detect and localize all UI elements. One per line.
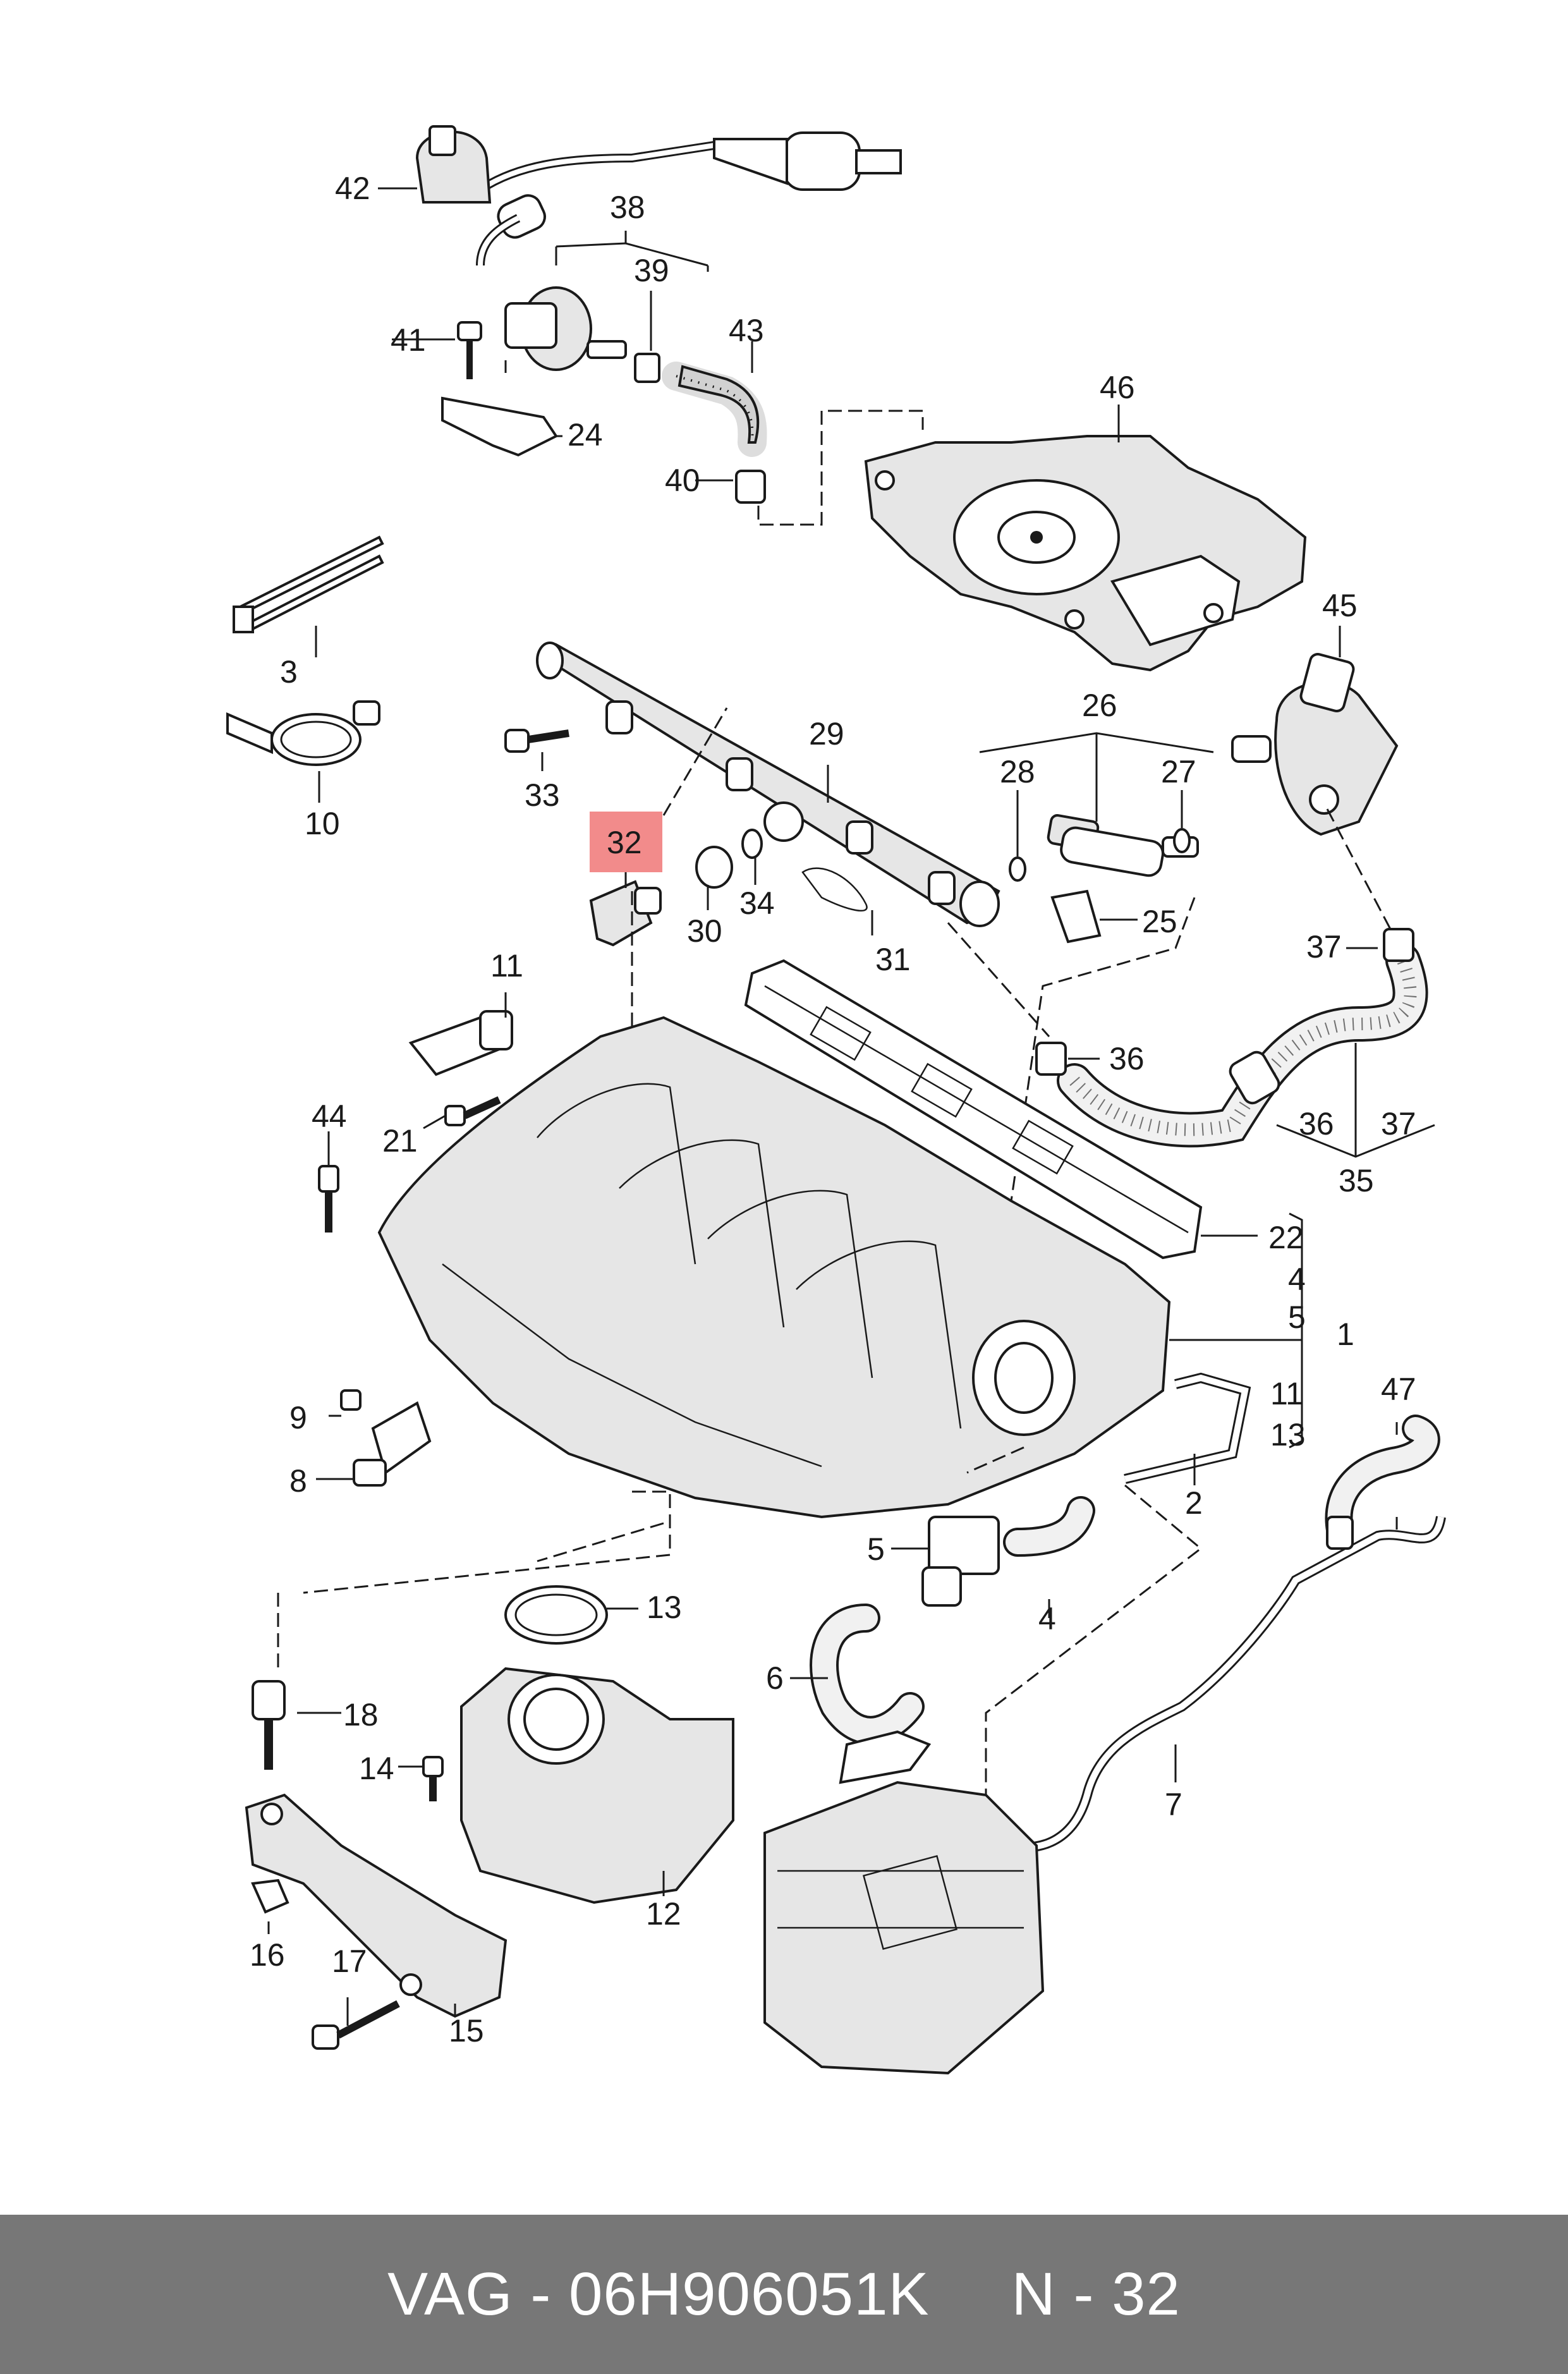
callout-43: 43 [729,313,764,348]
callout-10: 10 [305,806,340,841]
footer-bar: VAG - 06H906051K N - 32 [0,2215,1568,2374]
callout-41: 41 [391,322,426,358]
callout-5b: 5 [867,1531,885,1567]
hp-fuel-pump-45 [1231,653,1399,930]
callout-35: 35 [1339,1163,1374,1198]
intake-manifold-1 [303,1010,1251,1833]
callout-30: 30 [687,913,722,949]
callout-18: 18 [343,1697,379,1732]
callout-38: 38 [610,190,645,225]
callout-34: 34 [739,886,775,921]
callout-25: 25 [1142,904,1177,939]
callout-37b: 37 [1381,1106,1416,1141]
vent-line-assembly [415,125,924,526]
leader-lines [267,187,1435,2026]
callout-47: 47 [1381,1372,1416,1407]
callout-9: 9 [289,1400,307,1435]
callout-15: 15 [449,2013,484,2048]
callout-22: 22 [1268,1220,1304,1255]
air-filter-box [763,1730,1045,2075]
throttle-body-12 [422,1522,734,1904]
callout-29: 29 [809,716,844,752]
gasket-22 [744,959,1203,1260]
callout-3: 3 [280,654,298,690]
callout-36: 36 [1109,1041,1145,1076]
callout-8: 8 [289,1463,307,1499]
cover-46 [864,435,1307,672]
callout-4: 4 [1288,1262,1306,1297]
callout-11: 11 [490,948,523,983]
callout-17: 17 [332,1944,367,1979]
callout-6: 6 [766,1660,784,1696]
page-code: N - 32 [1011,2260,1181,2328]
hose-clamp-10 [226,700,380,766]
callout-13b: 13 [1270,1417,1306,1452]
callout-27: 27 [1161,754,1196,789]
callout-13: 13 [647,1590,682,1625]
callout-33: 33 [525,777,560,813]
fuel-hose-35 [1035,928,1428,1148]
callout-16: 16 [250,1937,285,1973]
callout-40: 40 [665,463,700,498]
cable-ties-3 [233,535,384,633]
callout-5: 5 [1288,1300,1306,1335]
parts-diagram: 1 2 3 4 4 5 5 6 7 8 9 10 11 11 12 13 13 … [226,125,1446,2075]
fuel-rail-29 [504,642,1199,1202]
callout-4b: 4 [1038,1601,1056,1636]
callout-37: 37 [1306,929,1342,965]
callout-36b: 36 [1299,1106,1334,1141]
callout-11b: 11 [1270,1376,1303,1411]
callout-1: 1 [1337,1317,1354,1352]
callout-45: 45 [1322,588,1358,623]
callout-32: 32 [607,825,642,860]
callout-46: 46 [1100,370,1135,405]
support-bracket-15 [245,1593,507,2050]
callout-21: 21 [382,1123,418,1159]
highlight-box-32 [590,812,662,872]
callout-labels: 1 2 3 4 4 5 5 6 7 8 9 10 11 11 12 13 13 … [250,171,1416,2048]
breather-hose-7 [1010,1415,1446,1853]
part-number: VAG - 06H906051K [387,2260,930,2328]
callout-31: 31 [875,942,911,977]
callout-24: 24 [568,417,603,453]
callout-26: 26 [1082,688,1117,723]
callout-44: 44 [312,1099,347,1134]
callout-12: 12 [646,1896,681,1932]
callout-2: 2 [1185,1485,1203,1521]
callout-39: 39 [634,253,669,288]
callout-42: 42 [335,171,370,206]
callout-28: 28 [1000,754,1035,789]
callout-7: 7 [1165,1787,1182,1822]
callout-14: 14 [359,1751,394,1786]
